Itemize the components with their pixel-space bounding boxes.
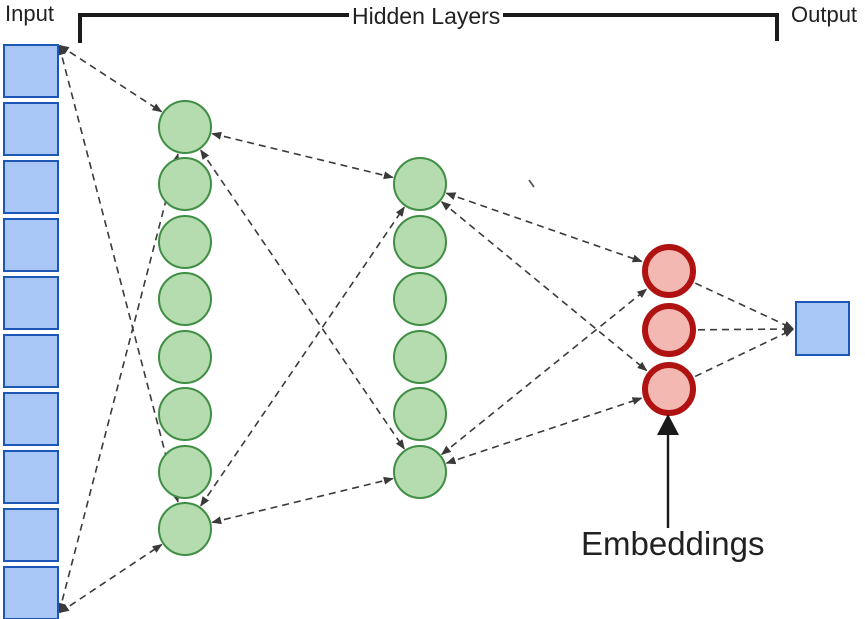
connection-line (697, 325, 795, 334)
connection-line (58, 44, 163, 113)
input-square (3, 218, 59, 272)
connection-line (200, 206, 405, 507)
hidden-node (393, 330, 447, 384)
hidden-layers-label: Hidden Layers (349, 3, 504, 30)
hidden-node (393, 215, 447, 269)
hidden-node (158, 330, 212, 384)
input-square (3, 508, 59, 562)
connection-line (445, 192, 643, 263)
input-square (3, 160, 59, 214)
input-label: Input (5, 1, 54, 26)
embeddings-arrowhead (657, 414, 679, 435)
connection-line (694, 282, 795, 330)
connection-line (694, 328, 794, 378)
hidden-node (158, 387, 212, 441)
connection-line (211, 476, 394, 525)
hidden-node (158, 445, 212, 499)
embedding-node (642, 362, 696, 416)
embedding-node (642, 303, 696, 357)
input-square (3, 44, 59, 98)
output-square (795, 301, 850, 356)
hidden-node (393, 445, 447, 499)
input-square (3, 392, 59, 446)
hidden-node (393, 157, 447, 211)
connection-line (440, 201, 648, 372)
input-square (3, 276, 59, 330)
connection-line (57, 153, 180, 613)
connection-line (441, 288, 648, 456)
connection-line (57, 44, 180, 503)
hidden-node (393, 387, 447, 441)
connection-line (59, 543, 163, 614)
hidden-node (158, 100, 212, 154)
embeddings-label: Embeddings (581, 525, 765, 562)
input-square (3, 566, 59, 619)
hidden-node (158, 502, 212, 556)
hidden-node (158, 157, 212, 211)
embedding-node (642, 244, 696, 298)
input-square (3, 334, 59, 388)
hidden-node (393, 272, 447, 326)
hidden-node (158, 272, 212, 326)
hidden-node (158, 215, 212, 269)
stray-mark (528, 179, 535, 188)
connection-line (200, 149, 405, 450)
connection-line (211, 131, 394, 180)
output-label: Output (791, 2, 858, 27)
input-square (3, 102, 59, 156)
input-square (3, 450, 59, 504)
connection-line (445, 397, 643, 465)
